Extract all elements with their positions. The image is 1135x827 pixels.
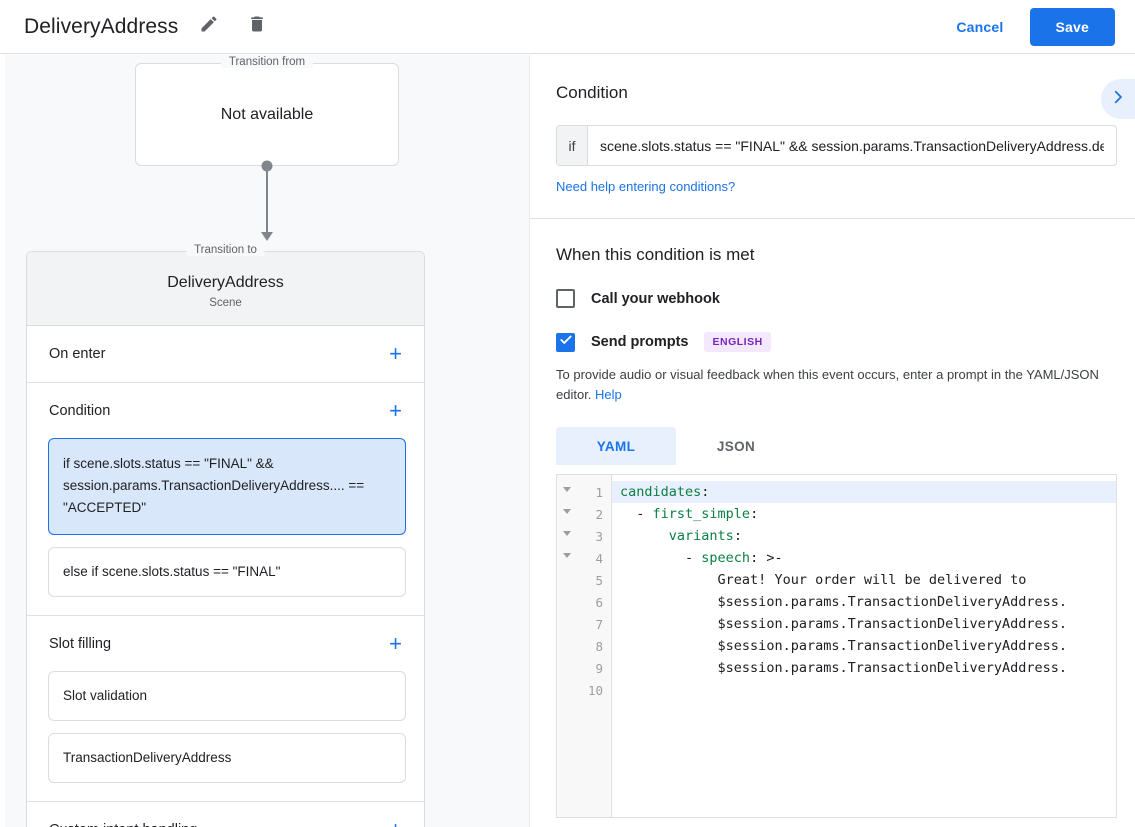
section-condition: Condition + if scene.slots.status == "FI… (27, 383, 424, 616)
section-title-custom-intent-handling: Custom intent handling (49, 822, 197, 827)
format-tabs: YAML JSON (556, 427, 1117, 465)
check-icon (559, 333, 573, 352)
section-custom-intent-handling: Custom intent handling + (27, 802, 424, 827)
editor-line-number: 8 (595, 638, 603, 654)
connector-arrow-icon (261, 232, 273, 241)
editor-line-number: 2 (557, 503, 611, 525)
condition-if-label: if (557, 126, 588, 165)
editor-line-number: 3 (557, 525, 611, 547)
section-title-slot-filling: Slot filling (49, 636, 112, 652)
edit-name-button[interactable] (192, 10, 226, 44)
prompts-helper-text: To provide audio or visual feedback when… (556, 365, 1117, 405)
add-on-enter-button[interactable]: + (389, 341, 402, 366)
webhook-row: Call your webhook (556, 289, 1117, 308)
condition-input[interactable] (588, 126, 1116, 165)
transition-from-legend: Transition from (220, 56, 314, 68)
fold-triangle-icon[interactable] (563, 531, 571, 536)
section-title-condition: Condition (49, 403, 111, 419)
editor-line-number: 7 (595, 616, 603, 632)
language-badge: ENGLISH (704, 332, 771, 352)
editor-line-number: 5 (595, 572, 603, 588)
editor-code-line: - speech: >- (620, 550, 783, 566)
condition-heading: Condition (556, 83, 628, 102)
section-header-slot-filling: Slot filling + (27, 616, 424, 671)
pencil-icon (199, 14, 219, 39)
main-content: Transition from Not available Transition… (0, 55, 1135, 827)
cancel-button[interactable]: Cancel (948, 10, 1011, 44)
editor-code-line: $session.params.TransactionDeliveryAddre… (717, 616, 1068, 632)
condition-panel: Condition if Need help entering conditio… (530, 55, 1135, 219)
when-met-heading: When this condition is met (556, 245, 755, 264)
spacer (27, 795, 424, 801)
graph-connector (5, 160, 529, 251)
editor-code-area[interactable]: candidates: - first_simple: variants: - … (612, 475, 1116, 817)
send-prompts-label: Send prompts (591, 334, 689, 350)
scene-name: DeliveryAddress (167, 274, 284, 291)
fold-triangle-icon[interactable] (563, 553, 571, 558)
transition-to-legend: Transition to (186, 244, 265, 256)
trash-icon (247, 14, 267, 39)
when-condition-met-panel: When this condition is met Call your web… (530, 219, 1135, 818)
slot-item-transaction-delivery-address[interactable]: TransactionDeliveryAddress (48, 733, 406, 783)
fold-triangle-icon[interactable] (563, 487, 571, 492)
expand-panel-button[interactable] (1101, 79, 1135, 119)
transition-graph-pane: Transition from Not available Transition… (0, 55, 529, 827)
section-header-on-enter: On enter + (27, 326, 424, 382)
call-webhook-checkbox[interactable] (556, 289, 575, 308)
editor-code-line: Great! Your order will be delivered to (717, 572, 1027, 588)
chevron-right-icon (1109, 88, 1127, 111)
section-header-custom-intent-handling: Custom intent handling + (27, 802, 424, 827)
slot-item-slot-validation[interactable]: Slot validation (48, 671, 406, 721)
page-title: DeliveryAddress (24, 14, 179, 38)
header-actions: Cancel Save (948, 7, 1135, 46)
transition-to-card: Transition to DeliveryAddress Scene On e… (26, 244, 425, 827)
condition-field[interactable]: if (556, 125, 1117, 166)
editor-code-line: $session.params.TransactionDeliveryAddre… (717, 594, 1068, 610)
prompts-helper-sentence: To provide audio or visual feedback when… (556, 367, 1099, 402)
editor-code-line: $session.params.TransactionDeliveryAddre… (717, 660, 1068, 676)
scene-header[interactable]: Transition to DeliveryAddress Scene (27, 244, 424, 326)
tab-yaml[interactable]: YAML (556, 427, 676, 465)
call-webhook-label: Call your webhook (591, 290, 720, 307)
scene-type: Scene (209, 297, 242, 309)
editor-line-number: 1 (557, 481, 611, 503)
delete-button[interactable] (240, 10, 274, 44)
spacer (27, 609, 424, 615)
editor-code-line: candidates: (612, 481, 1116, 503)
editor-line-number: 9 (595, 660, 603, 676)
add-custom-intent-button[interactable]: + (387, 819, 404, 827)
transition-from-value: Not available (220, 105, 314, 123)
app-header: DeliveryAddress Cancel Save (0, 0, 1135, 54)
section-title-on-enter: On enter (49, 346, 106, 362)
send-prompts-row: Send prompts ENGLISH (556, 332, 1117, 352)
editor-line-number: 4 (557, 547, 611, 569)
tab-json[interactable]: JSON (716, 438, 756, 454)
fold-triangle-icon[interactable] (563, 509, 571, 514)
send-prompts-checkbox[interactable] (556, 332, 575, 352)
add-slot-filling-button[interactable]: + (389, 631, 402, 656)
editor-code-line: variants: (668, 528, 742, 544)
details-pane: Condition if Need help entering conditio… (529, 55, 1135, 827)
connector-line (266, 166, 268, 233)
prompts-help-link[interactable]: Help (595, 387, 622, 402)
transition-from-card[interactable]: Transition from Not available (135, 56, 399, 166)
save-button[interactable]: Save (1029, 7, 1115, 46)
section-slot-filling: Slot filling + Slot validation Transacti… (27, 616, 424, 802)
editor-code-line: - first_simple: (620, 506, 759, 522)
condition-help-link[interactable]: Need help entering conditions? (556, 179, 736, 194)
section-header-condition: Condition + (27, 383, 424, 438)
editor-code-line (612, 679, 1116, 701)
condition-item-selected[interactable]: if scene.slots.status == "FINAL" && sess… (48, 438, 406, 535)
section-on-enter: On enter + (27, 326, 424, 383)
condition-item-else-if[interactable]: else if scene.slots.status == "FINAL" (48, 547, 406, 597)
editor-line-number: 10 (587, 682, 603, 698)
editor-line-number: 6 (595, 594, 603, 610)
editor-code-line: $session.params.TransactionDeliveryAddre… (717, 638, 1068, 654)
add-condition-button[interactable]: + (389, 398, 402, 423)
